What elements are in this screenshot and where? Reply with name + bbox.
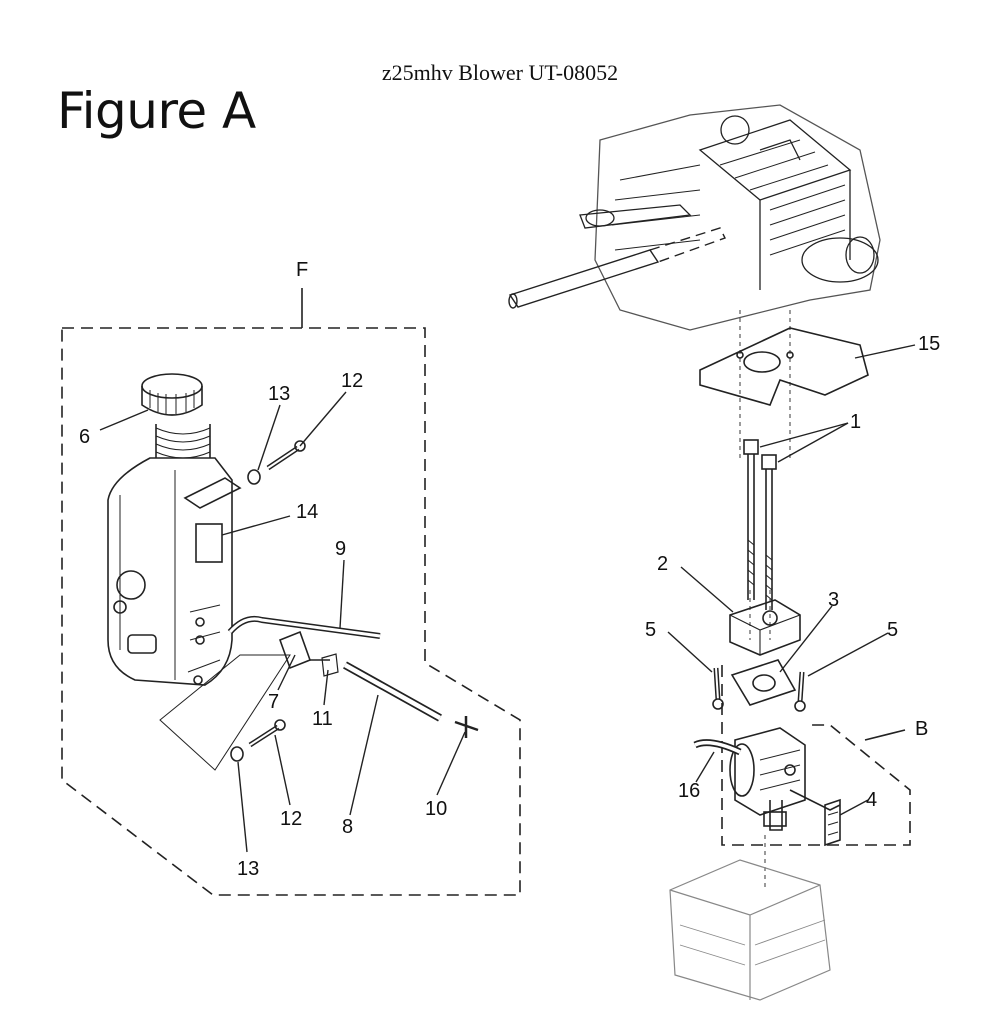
callout-3: 3 bbox=[828, 589, 839, 611]
callout-1: 1 bbox=[850, 411, 861, 433]
tank-neck bbox=[155, 424, 211, 459]
washer-top bbox=[247, 469, 261, 485]
callout-5-right: 5 bbox=[887, 619, 898, 641]
fuel-tank-body bbox=[107, 457, 242, 686]
group-b-leader bbox=[864, 729, 906, 741]
callout-12-bottom: 12 bbox=[280, 808, 302, 830]
callout-2: 2 bbox=[657, 553, 668, 575]
callout-12-top: 12 bbox=[341, 370, 363, 392]
insulator-block bbox=[729, 599, 801, 656]
callout-4: 4 bbox=[866, 789, 877, 811]
tank-label-decal bbox=[195, 523, 223, 563]
group-f-boundary bbox=[61, 327, 521, 896]
carburetor bbox=[729, 727, 841, 831]
callout-6: 6 bbox=[79, 426, 90, 448]
gasket-15 bbox=[699, 327, 869, 406]
page-title: z25mhv Blower UT-08052 bbox=[381, 60, 619, 85]
carburetor-screw-left bbox=[712, 667, 724, 710]
group-b-boundary bbox=[721, 665, 911, 846]
mounting-bolts bbox=[743, 439, 777, 610]
washer-bottom bbox=[230, 746, 244, 762]
callout-15: 15 bbox=[918, 333, 940, 355]
callout-14: 14 bbox=[296, 501, 318, 523]
callout-8: 8 bbox=[342, 816, 353, 838]
screw-top bbox=[266, 440, 306, 471]
callout-13-top: 13 bbox=[268, 383, 290, 405]
callout-9: 9 bbox=[335, 538, 346, 560]
drive-shaft bbox=[508, 227, 726, 309]
callout-13-bottom: 13 bbox=[237, 858, 259, 880]
air-filter-housing bbox=[669, 859, 831, 1001]
tank-gasket-plane bbox=[159, 654, 291, 771]
callout-leaders bbox=[99, 344, 916, 853]
fuel-line-clip bbox=[454, 716, 479, 738]
carburetor-screw-right bbox=[794, 671, 806, 712]
group-label-b: B bbox=[915, 718, 928, 740]
callout-16: 16 bbox=[678, 780, 700, 802]
callout-11: 11 bbox=[312, 708, 333, 730]
callout-10: 10 bbox=[425, 798, 447, 820]
screw-bottom bbox=[248, 719, 286, 748]
fuel-filter bbox=[278, 630, 330, 670]
group-label-f: F bbox=[296, 259, 308, 281]
engine-block bbox=[579, 104, 881, 331]
assembly-guides bbox=[739, 310, 791, 890]
fuel-cap bbox=[141, 373, 203, 416]
figure-label: Figure A bbox=[57, 82, 256, 140]
grommet bbox=[321, 653, 339, 677]
callout-5-left: 5 bbox=[645, 619, 656, 641]
carburetor-gasket bbox=[730, 659, 797, 706]
throttle-link bbox=[824, 798, 841, 847]
callout-7: 7 bbox=[268, 691, 279, 713]
